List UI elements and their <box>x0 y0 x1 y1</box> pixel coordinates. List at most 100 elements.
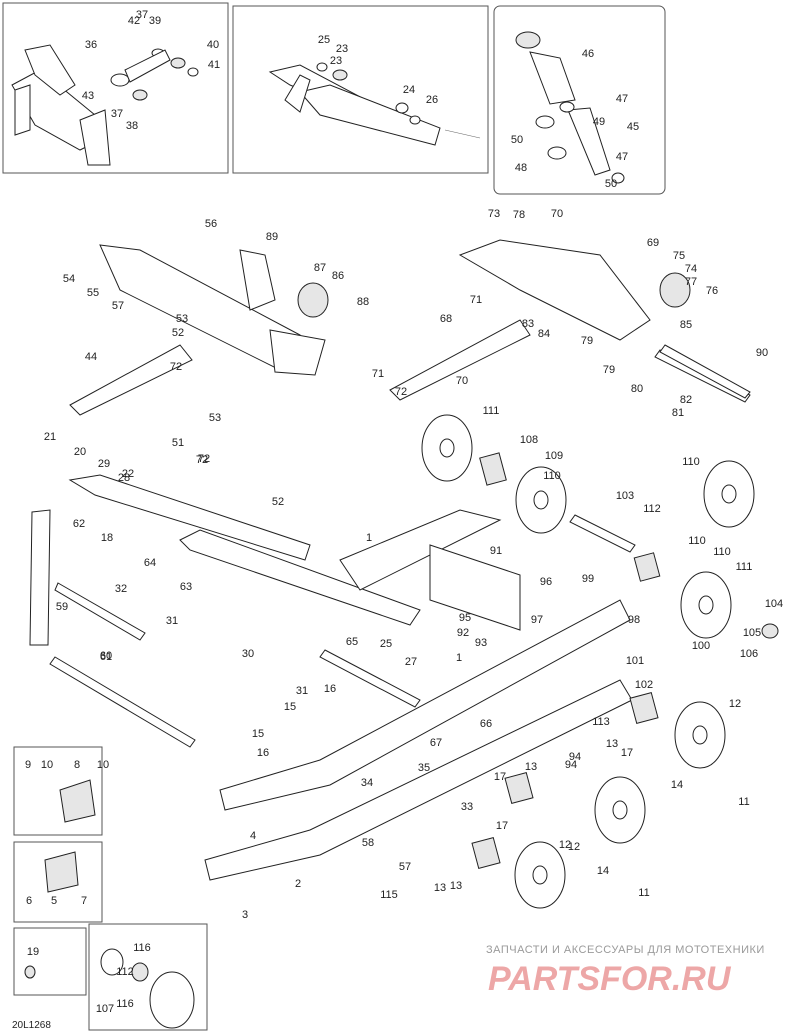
callout-label: 106 <box>740 648 758 660</box>
callout-label: 72 <box>198 453 210 465</box>
callout-label: 104 <box>765 598 783 610</box>
callout-label: 15 <box>252 728 264 740</box>
callout-label: 111 <box>483 405 500 417</box>
callout-label: 18 <box>101 532 113 544</box>
inset-box-arm <box>232 5 489 174</box>
callout-label: 47 <box>616 93 628 105</box>
inset-boxes <box>2 2 666 1031</box>
callout-label: 116 <box>133 942 151 954</box>
callout-label: 26 <box>426 94 438 106</box>
callout-label: 52 <box>172 327 184 339</box>
callout-label: 113 <box>592 716 610 728</box>
callout-label: 68 <box>440 313 452 325</box>
callout-label: 31 <box>296 685 308 697</box>
callout-label: 5 <box>51 895 57 907</box>
callout-label: 102 <box>635 679 653 691</box>
diagram-code: 20L1268 <box>12 1020 51 1031</box>
callout-label: 101 <box>626 655 644 667</box>
callout-label: 110 <box>543 470 561 482</box>
watermark-subtitle: ЗАПЧАСТИ И АКСЕССУАРЫ ДЛЯ МОТОТЕХНИКИ <box>486 944 765 956</box>
callout-label: 57 <box>399 861 411 873</box>
inset-box-shock <box>493 5 666 195</box>
callout-label: 103 <box>616 490 634 502</box>
callout-label: 92 <box>457 627 469 639</box>
callout-label: 19 <box>27 946 39 958</box>
callout-label: 37 <box>111 108 123 120</box>
callout-label: 13 <box>450 880 462 892</box>
callout-label: 20 <box>74 446 86 458</box>
callout-label: 83 <box>522 318 534 330</box>
callout-label: 15 <box>284 701 296 713</box>
callout-label: 8 <box>74 759 80 771</box>
callout-label: 39 <box>149 15 161 27</box>
callout-label: 46 <box>582 48 594 60</box>
inset-box-clip <box>13 841 103 923</box>
callout-label: 52 <box>272 496 284 508</box>
callout-label: 94 <box>565 759 577 771</box>
arm-assembly-drawing <box>268 62 481 146</box>
callout-label: 79 <box>581 335 593 347</box>
callout-label: 53 <box>176 313 188 325</box>
callout-label: 44 <box>85 351 97 363</box>
callout-label: 36 <box>85 39 97 51</box>
callout-label: 34 <box>361 777 373 789</box>
callout-label: 42 <box>128 15 140 27</box>
callout-label: 110 <box>682 456 700 468</box>
callout-label: 48 <box>515 162 527 174</box>
callout-label: 30 <box>242 648 254 660</box>
callout-label: 64 <box>144 557 156 569</box>
callout-label: 1 <box>456 652 462 664</box>
callout-label: 51 <box>172 437 184 449</box>
callout-label: 62 <box>73 518 85 530</box>
callout-label: 86 <box>332 270 344 282</box>
callout-label: 31 <box>166 615 178 627</box>
callout-label: 32 <box>115 583 127 595</box>
callout-label: 87 <box>314 262 326 274</box>
callout-label: 11 <box>738 796 749 808</box>
callout-label: 1 <box>366 532 372 544</box>
callout-label: 25 <box>380 638 392 650</box>
callout-label: 12 <box>559 839 571 851</box>
main-assembly-drawing <box>24 239 779 1029</box>
callout-label: 67 <box>430 737 442 749</box>
callout-label: 41 <box>208 59 220 71</box>
inset-box-plug <box>13 927 87 996</box>
callout-label: 66 <box>480 718 492 730</box>
callout-label: 89 <box>266 231 278 243</box>
callout-label: 11 <box>638 887 649 899</box>
inset-box-wheel <box>88 923 208 1031</box>
callout-label: 115 <box>380 889 398 901</box>
callout-label: 17 <box>496 820 508 832</box>
callout-label: 65 <box>346 636 358 648</box>
callout-label: 16 <box>257 747 269 759</box>
callout-label: 29 <box>98 458 110 470</box>
callout-label: 43 <box>82 90 94 102</box>
callout-label: 9 <box>25 759 31 771</box>
callout-label: 4 <box>250 830 256 842</box>
shock-assembly-drawing <box>515 31 625 184</box>
callout-label: 70 <box>551 208 563 220</box>
callout-label: 63 <box>180 581 192 593</box>
callout-label: 57 <box>112 300 124 312</box>
callout-label: 96 <box>540 576 552 588</box>
callout-label: 55 <box>87 287 99 299</box>
callout-label: 27 <box>405 656 417 668</box>
callout-label: 10 <box>41 759 53 771</box>
inset-box-slide-block <box>13 746 103 836</box>
callout-label: 72 <box>196 454 208 466</box>
callout-label: 13 <box>606 738 618 750</box>
callout-label: 12 <box>568 841 580 853</box>
callout-label: 93 <box>475 637 487 649</box>
callout-label: 81 <box>672 407 684 419</box>
callout-label: 107 <box>96 1003 114 1015</box>
callout-label: 78 <box>513 209 525 221</box>
callout-label: 50 <box>605 178 617 190</box>
callout-label: 72 <box>395 386 407 398</box>
callout-label: 53 <box>209 412 221 424</box>
callout-label: 33 <box>461 801 473 813</box>
callout-label: 74 <box>685 263 697 275</box>
callout-label: 110 <box>688 535 706 547</box>
callout-label: 13 <box>434 882 446 894</box>
